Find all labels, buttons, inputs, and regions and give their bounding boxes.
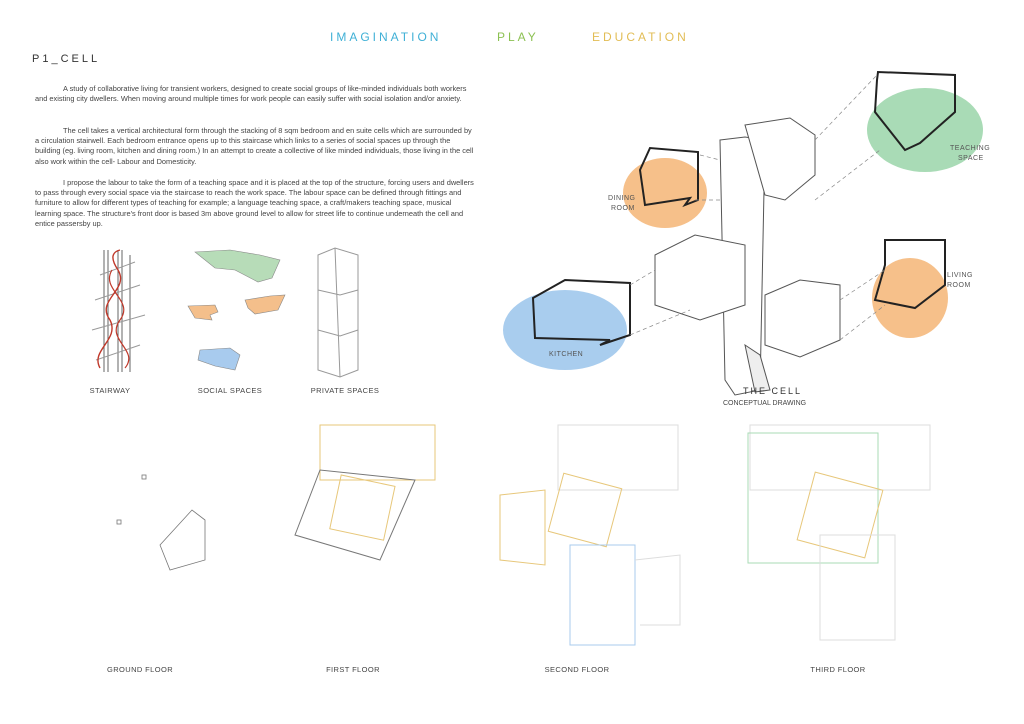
cell-subtitle: CONCEPTUAL DRAWING <box>723 400 806 407</box>
label-living-room: ROOM <box>947 282 971 289</box>
header-imagination: IMAGINATION <box>330 30 442 44</box>
label-dining-room: ROOM <box>611 205 635 212</box>
label-teaching-space: SPACE <box>958 155 984 162</box>
label-second-floor: SECOND FLOOR <box>544 665 610 674</box>
label-third-floor: THIRD FLOOR <box>810 665 866 674</box>
page-title: P1_CELL <box>32 53 101 65</box>
label-kitchen: KITCHEN <box>549 351 583 358</box>
header-education: EDUCATION <box>592 30 689 44</box>
second-floor-plan <box>499 424 681 646</box>
label-social-spaces: SOCIAL SPACES <box>197 386 263 395</box>
paragraph-intro: A study of collaborative living for tran… <box>35 84 477 104</box>
label-first-floor: FIRST FLOOR <box>326 665 380 674</box>
label-private-spaces: PRIVATE SPACES <box>310 386 380 395</box>
paragraph-text: I propose the labour to take the form of… <box>35 178 474 228</box>
paragraph-text: A study of collaborative living for tran… <box>35 84 467 104</box>
third-floor-plan <box>747 424 931 641</box>
social-spaces-diagram <box>187 249 286 371</box>
label-dining: DINING <box>608 195 636 202</box>
paragraph-form: The cell takes a vertical architectural … <box>35 126 477 167</box>
label-teaching: TEACHING <box>950 145 990 152</box>
label-stairway: STAIRWAY <box>89 386 131 395</box>
stairway-diagram <box>91 249 146 372</box>
cell-title: THE CELL <box>743 386 802 396</box>
paragraph-labour: I propose the labour to take the form of… <box>35 178 477 229</box>
private-spaces-diagram <box>317 247 359 378</box>
ground-floor-plan <box>116 474 206 571</box>
label-living: LIVING <box>947 272 973 279</box>
label-ground-floor: GROUND FLOOR <box>106 665 174 674</box>
header-play: PLAY <box>497 30 539 44</box>
first-floor-plan <box>294 424 436 561</box>
paragraph-text: The cell takes a vertical architectural … <box>35 126 474 166</box>
cell-conceptual-drawing: DINING ROOM TEACHING SPACE LIVING ROOM K… <box>503 70 990 407</box>
